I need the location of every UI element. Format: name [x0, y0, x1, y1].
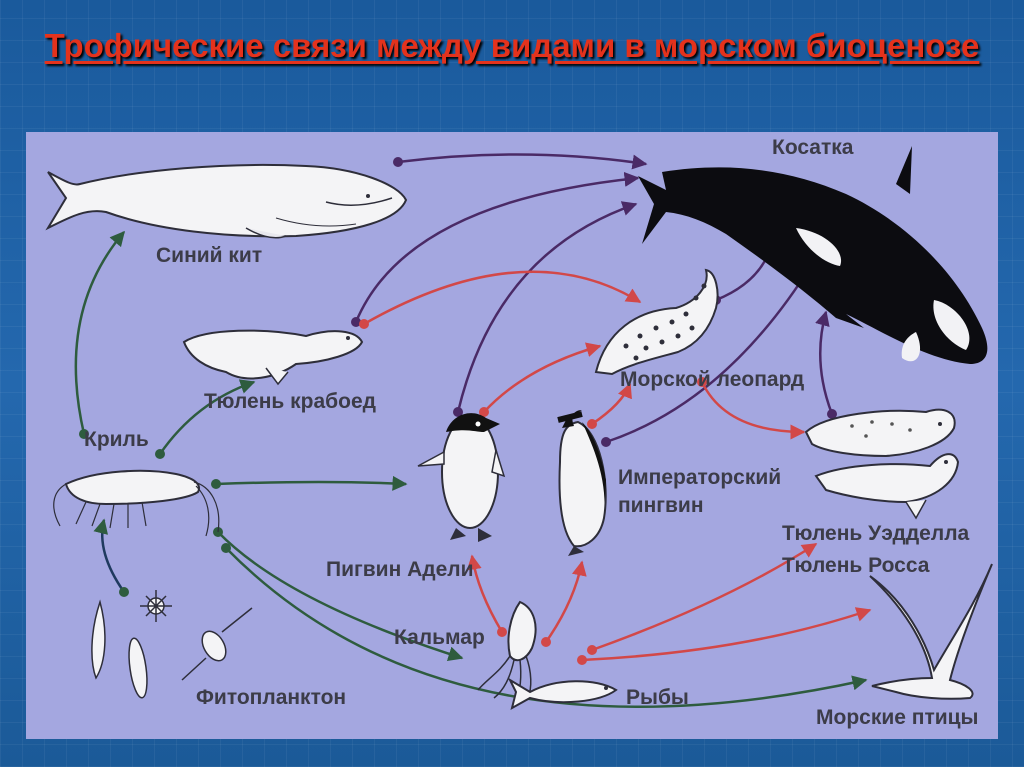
label-adelie-penguin: Пигвин Адели	[326, 558, 474, 581]
arrow-krill-to-crabeater	[155, 379, 256, 459]
arrow-weddell-to-orca	[815, 310, 837, 419]
arrow-plankton-to-krill	[93, 518, 129, 597]
label-weddell-seal: Тюлень Уэдделла	[782, 522, 970, 545]
arrow-krill-to-seabirds	[221, 543, 868, 709]
blue-whale-illustration	[45, 163, 408, 239]
weddell-seal-illustration	[804, 408, 956, 458]
arrow-crabeater-to-leopard	[359, 270, 642, 329]
food-web-diagram	[45, 146, 993, 710]
phytoplankton-illustration	[91, 590, 253, 699]
arrow-adelie-to-leopard	[479, 342, 602, 417]
leopard-seal-illustration	[594, 268, 719, 376]
krill-illustration	[53, 469, 220, 537]
emperor-penguin-illustration	[557, 410, 607, 556]
arrow-squid-to-emperor	[541, 560, 587, 647]
arrow-emperor-to-leopard	[587, 382, 632, 429]
arrows	[74, 153, 872, 709]
squid-illustration	[477, 600, 537, 705]
label-leopard-seal: Морской леопард	[620, 368, 805, 391]
food-web-panel: Косатка Синий кит Морской леопард Тюлень…	[26, 132, 998, 739]
arrow-krill-to-adelie	[211, 475, 408, 491]
slide-title: Трофические связи между видами в морском…	[44, 27, 980, 64]
crabeater-seal-illustration	[182, 329, 364, 386]
label-seabirds: Морские птицы	[816, 706, 979, 729]
label-krill: Криль	[84, 428, 149, 451]
arrow-adelie-to-orca	[453, 201, 638, 417]
label-ross-seal: Тюлень Росса	[782, 554, 930, 577]
fish-illustration	[507, 677, 618, 710]
label-fish: Рыбы	[626, 686, 689, 709]
label-phytoplankton: Фитопланктон	[196, 686, 347, 709]
arrow-fish-to-seabirds	[577, 607, 872, 665]
label-squid: Кальмар	[394, 626, 485, 649]
arrow-squid-to-adelie	[466, 554, 507, 637]
seabird-illustration	[869, 563, 993, 700]
orca-illustration	[638, 146, 988, 364]
arrow-krill-to-whale	[74, 230, 125, 439]
arrow-whale-to-orca	[393, 153, 648, 170]
arrow-leopard-to-weddell	[697, 377, 806, 440]
ross-seal-illustration	[814, 453, 960, 520]
label-emperor-penguin: Императорский пингвин	[618, 466, 782, 517]
adelie-penguin-illustration	[417, 413, 506, 542]
label-orca: Косатка	[772, 136, 854, 159]
label-blue-whale: Синий кит	[156, 244, 263, 267]
label-crabeater-seal: Тюлень крабоед	[204, 390, 376, 413]
